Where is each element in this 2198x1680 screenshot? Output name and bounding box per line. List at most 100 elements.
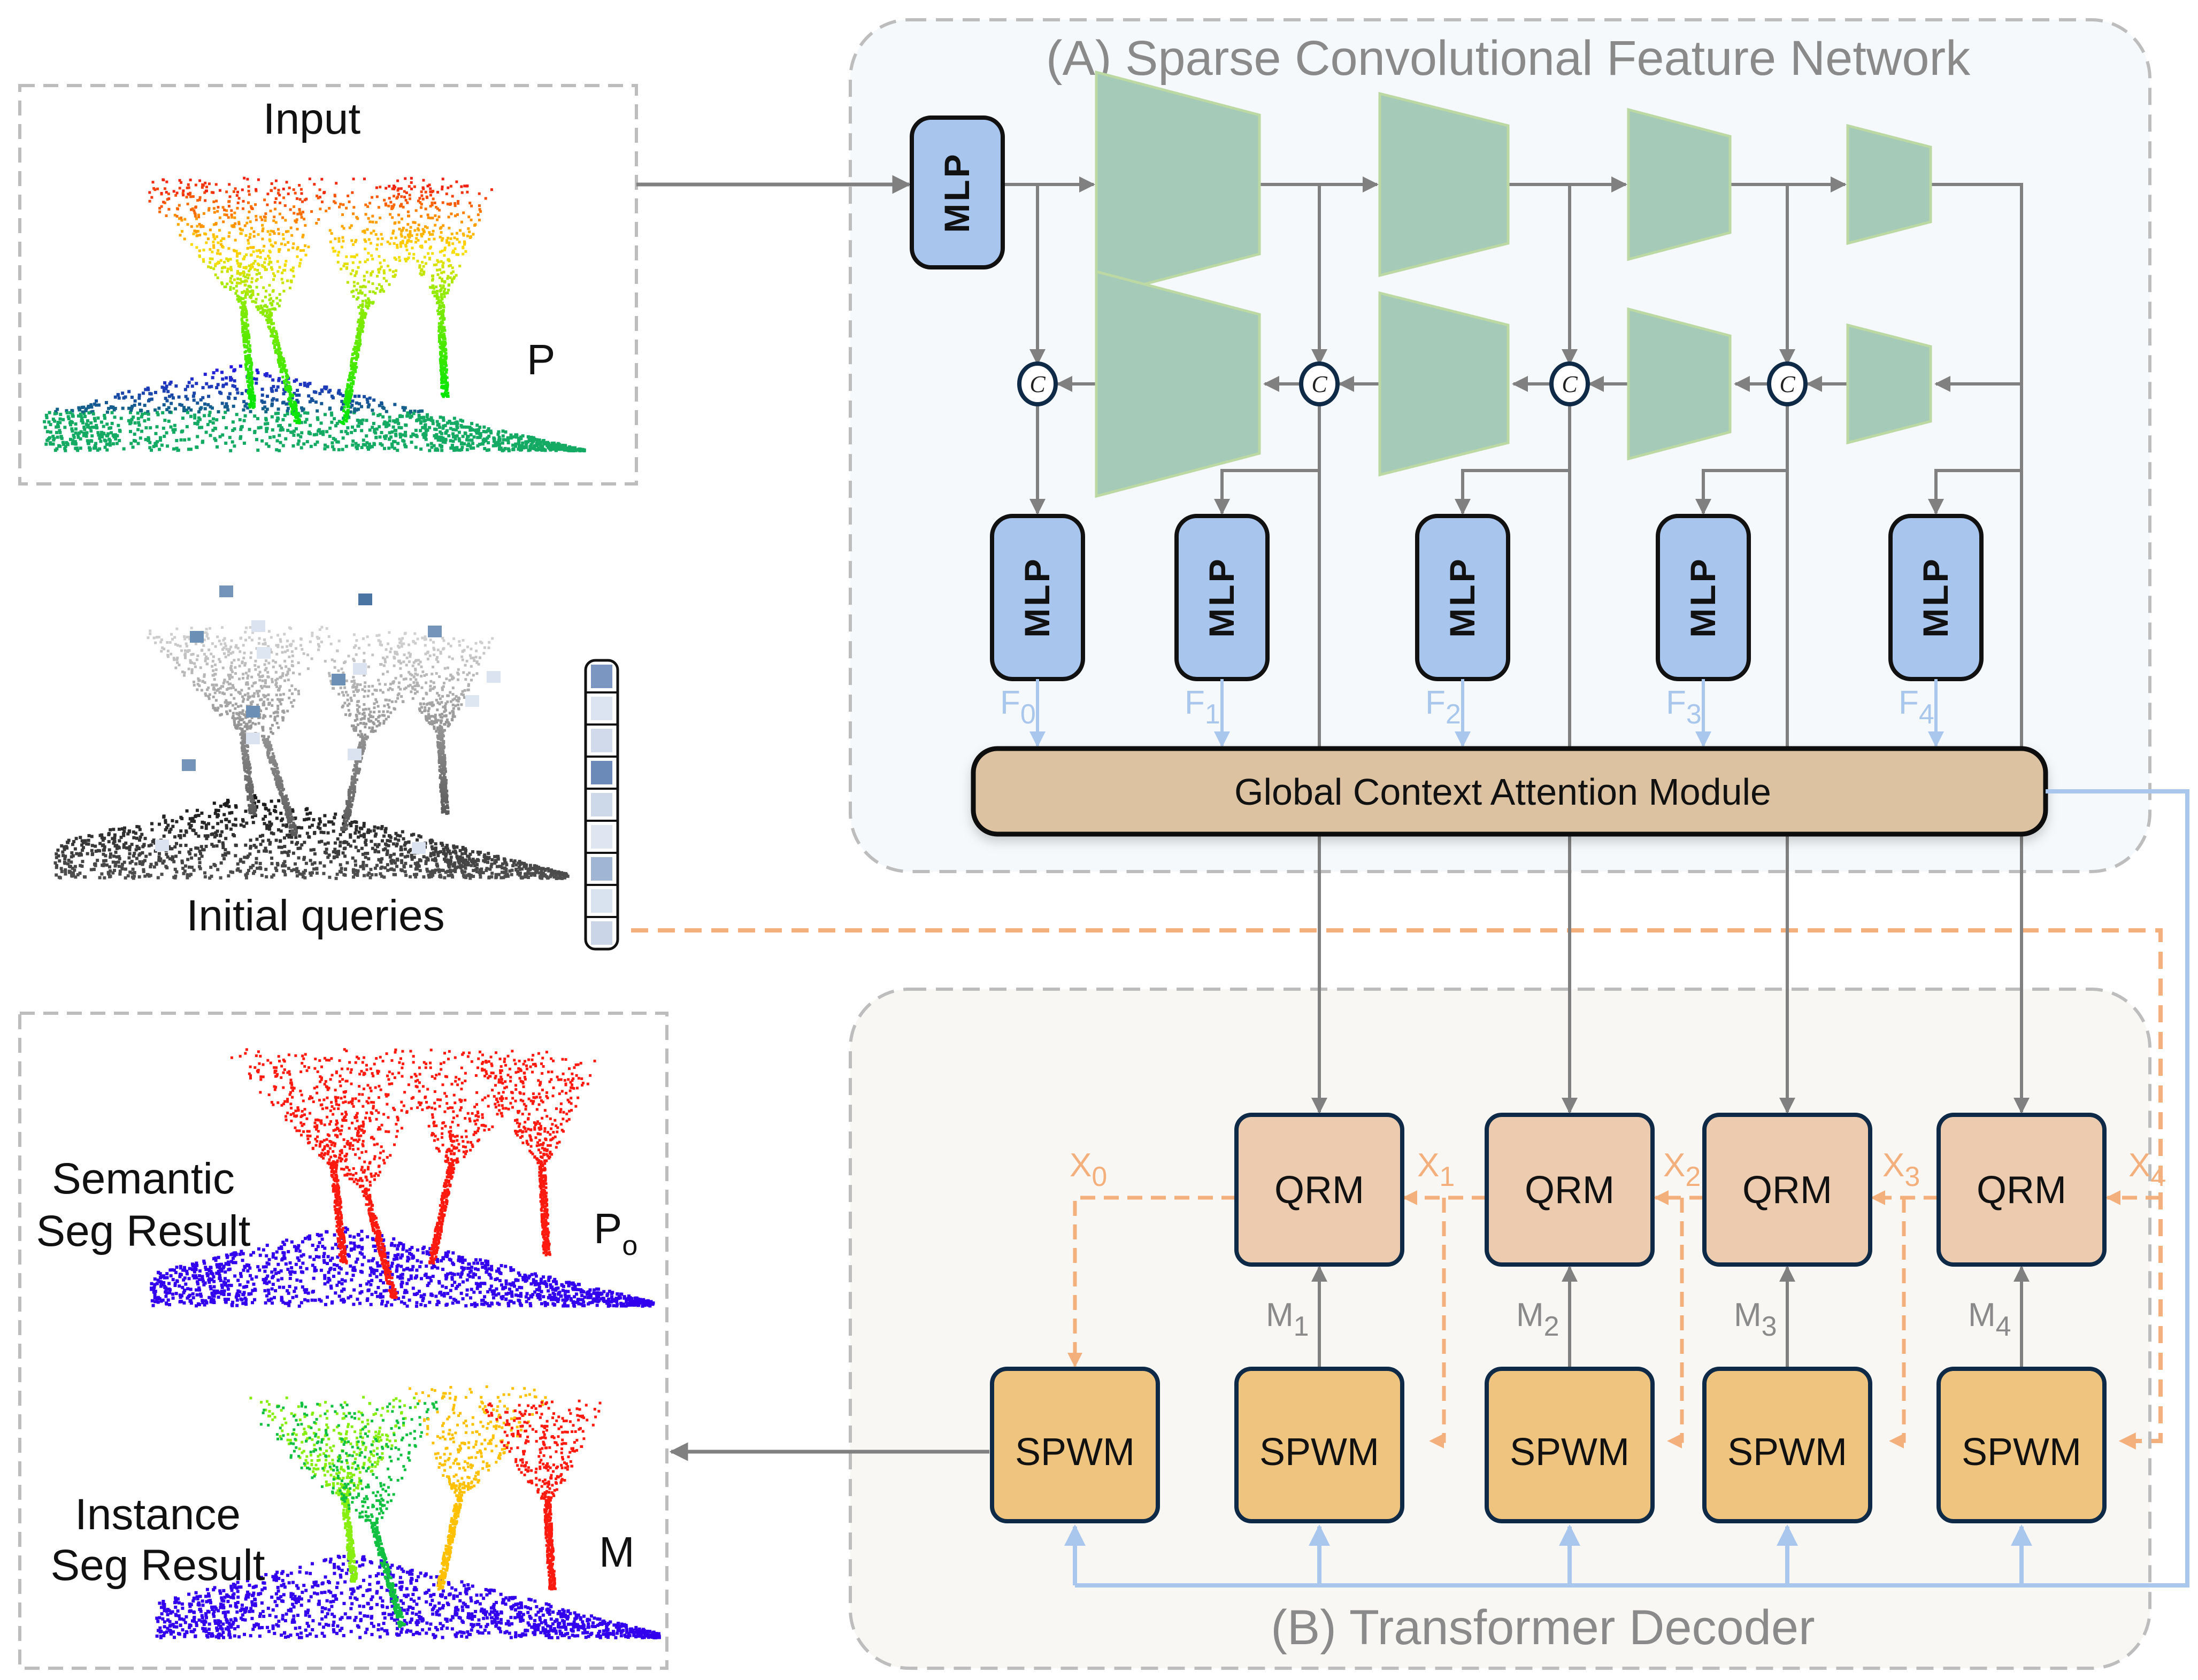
spwm-label: SPWM — [1015, 1431, 1135, 1474]
query-point — [155, 839, 169, 851]
query-label-2: X2 — [1663, 1147, 1701, 1192]
query-label-4: X4 — [2128, 1147, 2166, 1192]
semantic-symbol: Po — [594, 1205, 637, 1261]
concat-node-1 — [1017, 361, 1058, 406]
mlp-label: MLP — [1017, 557, 1057, 637]
mlp-block-4: MLP — [1888, 514, 1984, 681]
decoder-stage-2 — [1378, 291, 1510, 477]
concat-node-4 — [1767, 361, 1808, 406]
query-cell — [591, 665, 612, 688]
query-flow-line — [631, 928, 2163, 1450]
concat-node-2 — [1299, 361, 1340, 406]
query-point — [428, 626, 442, 637]
gcam-label: Global Context Attention Module — [1234, 771, 1771, 813]
mlp-label: MLP — [1683, 557, 1723, 637]
encoder-stage-3 — [1627, 107, 1732, 261]
query-cell — [591, 729, 612, 752]
encoder-stage-1 — [1095, 70, 1261, 299]
qrm-blocks: QRM QRM QRM QRM — [1234, 1113, 2107, 1267]
query-point — [246, 706, 260, 718]
qrm-label: QRM — [1977, 1169, 2066, 1212]
qrm-block-3: QRM — [1702, 1113, 1872, 1267]
encoder-stage-4 — [1846, 124, 1932, 245]
query-label-1: X1 — [1417, 1147, 1455, 1192]
spwm-label: SPWM — [1259, 1431, 1379, 1474]
query-point — [412, 842, 426, 854]
qrm-label: QRM — [1742, 1169, 1832, 1212]
output-box — [18, 1012, 668, 1670]
query-point — [353, 663, 367, 675]
query-point — [190, 631, 204, 643]
feature-mlps: MLP MLP MLP MLP MLP — [990, 514, 1984, 681]
semantic-seg-cloud — [150, 1048, 655, 1308]
query-cell — [591, 793, 612, 816]
query-point — [246, 733, 260, 744]
query-point — [251, 620, 265, 632]
instance-label-line2: Seg Result — [50, 1541, 265, 1590]
input-symbol: P — [527, 336, 555, 383]
query-cell — [591, 921, 612, 945]
concat-symbol: C — [1779, 371, 1795, 397]
query-point — [465, 695, 479, 707]
mlp-block-0: MLP — [990, 514, 1085, 681]
decoder-stage-4 — [1846, 323, 1932, 445]
instance-symbol: M — [599, 1528, 635, 1576]
decoder-stage-1 — [1095, 269, 1261, 498]
query-point — [257, 647, 271, 659]
query-point — [219, 585, 233, 597]
decoder-panel-title: (B) Transformer Decoder — [1271, 1600, 1815, 1655]
query-cell — [591, 857, 612, 881]
query-cell — [591, 697, 612, 720]
encoder-trapezoids — [1095, 70, 1932, 498]
query-cell — [591, 825, 612, 849]
query-point — [332, 674, 345, 685]
input-mlp-block: MLP — [910, 115, 1005, 269]
semantic-label-line2: Seg Result — [36, 1207, 250, 1255]
concat-symbol: C — [1562, 371, 1578, 397]
qrm-label: QRM — [1274, 1169, 1364, 1212]
gcam-to-spwm-lines — [1064, 789, 2189, 1587]
spwm-label: SPWM — [1962, 1431, 2081, 1474]
spwm-block-1: SPWM — [1234, 1367, 1404, 1523]
qrm-label: QRM — [1525, 1169, 1615, 1212]
mask-label-4: M4 — [1968, 1297, 2011, 1342]
mlp-block-3: MLP — [1656, 514, 1751, 681]
query-label-3: X3 — [1882, 1147, 1920, 1192]
query-point — [487, 671, 501, 683]
input-title: Input — [263, 95, 361, 143]
spwm-block-4: SPWM — [1936, 1367, 2107, 1523]
query-vector — [584, 659, 619, 951]
concat-symbol: C — [1029, 371, 1046, 397]
input-point-cloud — [43, 176, 586, 452]
spwm-block-0: SPWM — [990, 1367, 1160, 1523]
feature-label-3: F3 — [1666, 684, 1702, 730]
instance-label-line1: Instance — [75, 1490, 241, 1539]
mask-label-3: M3 — [1734, 1297, 1777, 1342]
encoder-panel-title: (A) Sparse Convolutional Feature Network — [1046, 31, 1971, 86]
concat-symbol: C — [1311, 371, 1327, 397]
spwm-label: SPWM — [1510, 1431, 1630, 1474]
feature-label-0: F0 — [1000, 684, 1036, 730]
qrm-block-1: QRM — [1234, 1113, 1404, 1267]
initial-queries-cloud — [53, 585, 570, 880]
decoder-panel — [849, 988, 2151, 1670]
semantic-label-line1: Semantic — [52, 1154, 235, 1203]
mlp-label: MLP — [1202, 557, 1241, 637]
decoder-connectors — [1067, 1190, 2161, 1448]
query-label-0: X0 — [1070, 1147, 1107, 1192]
mask-label-2: M2 — [1516, 1297, 1559, 1342]
spwm-block-2: SPWM — [1485, 1367, 1655, 1523]
query-point — [348, 749, 362, 760]
concat-node-3 — [1549, 361, 1590, 406]
qrm-block-4: QRM — [1936, 1113, 2107, 1267]
spwm-block-3: SPWM — [1702, 1367, 1872, 1523]
query-point — [358, 594, 372, 605]
feature-label-4: F4 — [1899, 684, 1934, 730]
mlp-label: MLP — [1442, 557, 1482, 637]
decoder-stage-3 — [1627, 307, 1732, 461]
encoder-stage-2 — [1378, 91, 1510, 278]
mlp-block-1: MLP — [1174, 514, 1270, 681]
